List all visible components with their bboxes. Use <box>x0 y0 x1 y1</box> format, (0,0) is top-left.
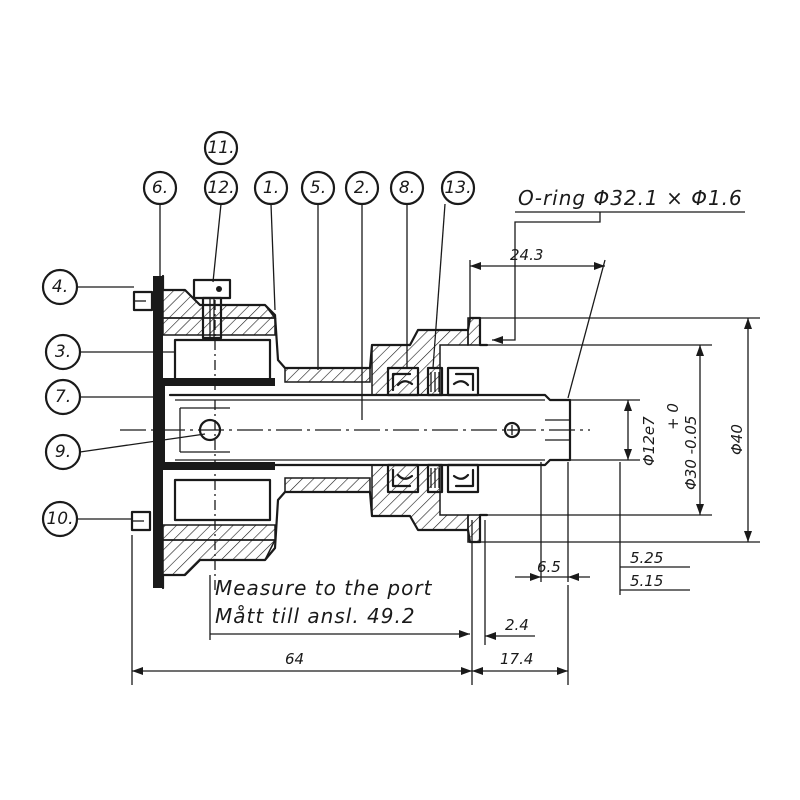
callout-10: 10. <box>41 500 132 538</box>
callout-5-label: 5. <box>310 178 326 198</box>
dim-24-3: 24.3 <box>469 246 606 399</box>
callout-3: 3. <box>44 333 175 371</box>
dim-12e7-label: Φ12e7 <box>640 416 658 466</box>
dim-40-label: Φ40 <box>728 424 746 455</box>
pump-shaft <box>120 393 590 467</box>
measure-note: Measure to the port Mått till ansl. 49.2 <box>209 575 470 640</box>
callout-1-label: 1. <box>263 178 279 198</box>
dim-tolerance-label: + 0 <box>664 403 682 430</box>
impeller-cavity <box>173 300 272 590</box>
callout-4: 4. <box>41 268 134 306</box>
callout-5: 5. <box>300 170 336 370</box>
dim-24-3-label: 24.3 <box>510 246 543 264</box>
callout-13: 13. <box>432 170 476 369</box>
callout-8: 8. <box>389 170 425 368</box>
callout-12-label: 12. <box>207 178 234 198</box>
callout-11: 11. <box>203 130 239 166</box>
dim-2-4: 2.4 <box>471 520 535 685</box>
dim-64-17-4: 64 17.4 <box>131 535 569 685</box>
callout-1: 1. <box>253 170 289 311</box>
oring-label: O-ring Φ32.1 × Φ1.6 <box>518 186 743 210</box>
dim-5-15-label: 5.15 <box>630 572 663 590</box>
callout-10-label: 10. <box>46 509 73 529</box>
callout-2-label: 2. <box>354 178 370 198</box>
cam-screw <box>192 278 232 340</box>
dim-5-25-label: 5.25 <box>630 549 663 567</box>
callout-7-label: 7. <box>55 387 71 407</box>
callout-9: 9. <box>44 433 206 471</box>
dim-30-label: Φ30 -0.05 <box>682 416 700 490</box>
callout-11-label: 11. <box>207 138 234 158</box>
callout-6: 6. <box>142 170 178 276</box>
dim-diameters: Φ40 Φ30 -0.05 + 0 Φ12e7 <box>480 317 760 543</box>
callout-4-label: 4. <box>52 277 68 297</box>
callout-13-label: 13. <box>444 178 471 198</box>
dim-5-25: 5.25 5.15 <box>619 462 690 595</box>
pump-housing <box>153 274 489 590</box>
dim-64-label: 64 <box>285 650 304 668</box>
callout-6-label: 6. <box>152 178 168 198</box>
shaft-seals <box>386 366 480 494</box>
callout-9-label: 9. <box>55 442 71 462</box>
measure-en-label: Measure to the port <box>215 576 433 600</box>
cover-screws <box>130 290 154 532</box>
callout-8-label: 8. <box>399 178 415 198</box>
dim-2-4-label: 2.4 <box>505 616 529 634</box>
dim-6-5: 6.5 <box>515 462 590 582</box>
measure-sv-label: Mått till ansl. 49.2 <box>215 604 416 628</box>
callout-7: 7. <box>44 378 160 416</box>
callout-3-label: 3. <box>55 342 71 362</box>
callout-12: 12. <box>203 170 239 283</box>
dim-6-5-label: 6.5 <box>537 558 561 576</box>
callout-2: 2. <box>344 170 380 420</box>
dim-17-4-label: 17.4 <box>500 650 533 668</box>
oring-dimension: O-ring Φ32.1 × Φ1.6 <box>492 186 745 344</box>
